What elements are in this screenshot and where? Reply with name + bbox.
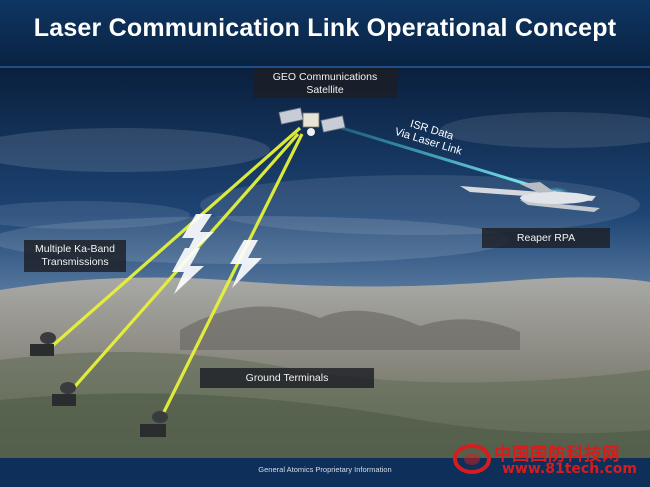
satellite-label-line1: GEO Communications (272, 71, 378, 83)
title-bar (0, 0, 650, 68)
ground-terminal-icon (30, 332, 168, 437)
satellite-label-line2: Satellite (306, 84, 344, 96)
satellite-icon (278, 107, 346, 136)
ka-band-label: Multiple Ka-Band Transmissions (24, 240, 126, 272)
footer-text: General Atomics Proprietary Information (258, 465, 392, 474)
ground-terminals-label: Ground Terminals (200, 368, 374, 388)
reaper-label: Reaper RPA (482, 228, 610, 248)
ka-band-line2: Transmissions (41, 256, 109, 268)
ka-band-line1: Multiple Ka-Band (35, 243, 115, 255)
watermark-cn-text: 中国国防科技网 (494, 445, 620, 465)
satellite-label: GEO Communications Satellite (253, 68, 397, 98)
watermark: 中国国防科技网 www.81tech.com (452, 440, 647, 480)
lightning-icon (172, 214, 262, 294)
watermark-logo-icon (453, 444, 491, 474)
slide-title: Laser Communication Link Operational Con… (33, 14, 617, 42)
reaper-aircraft-icon (460, 182, 600, 212)
watermark-url: www.81tech.com (502, 461, 637, 477)
